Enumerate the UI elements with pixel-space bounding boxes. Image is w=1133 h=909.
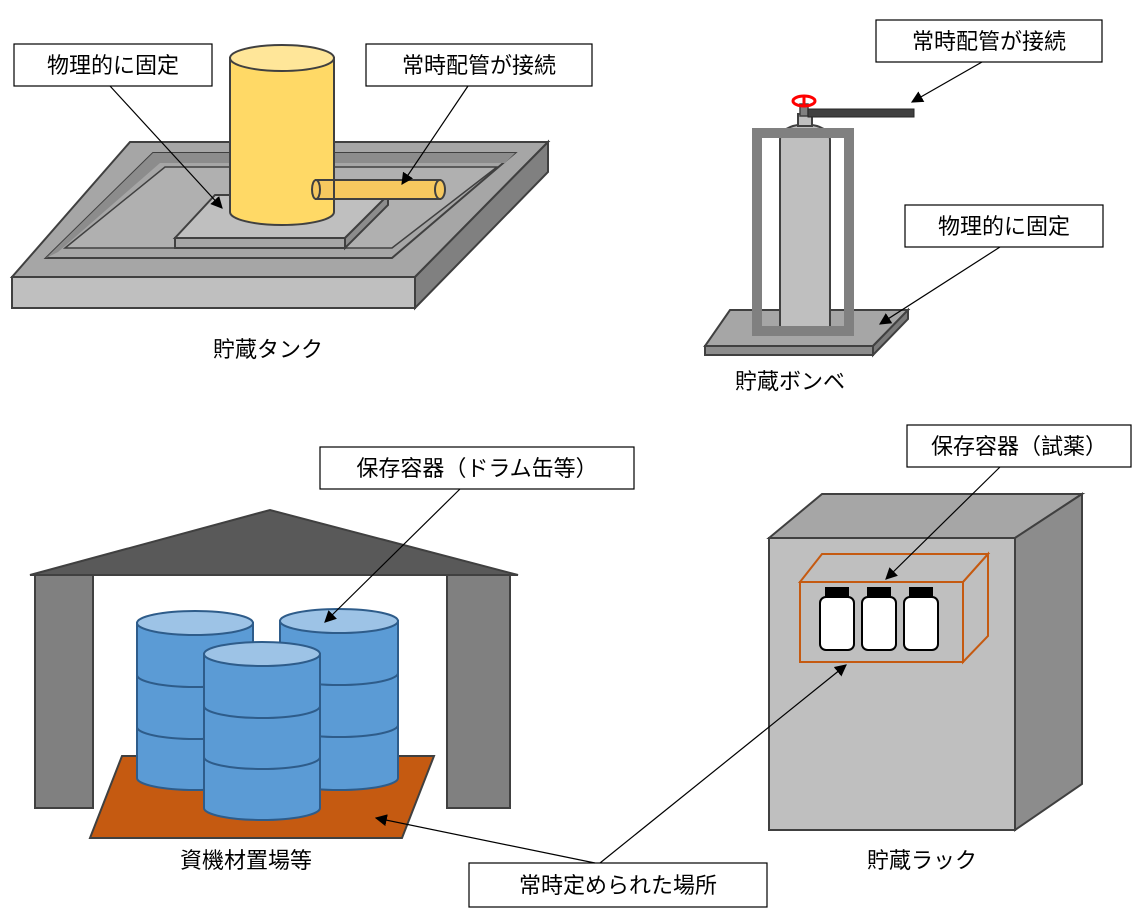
tank-base-front	[11, 276, 416, 309]
drum-front	[203, 641, 321, 821]
label-tank-fixed: 物理的に固定	[13, 43, 213, 87]
label-tank-pipe-text: 常時配管が接続	[402, 54, 556, 79]
label-tank-pipe: 常時配管が接続	[365, 43, 593, 87]
tank-body	[229, 57, 335, 226]
arrow-designated-place-yard	[374, 814, 596, 864]
label-cylinder-pipe-text: 常時配管が接続	[912, 30, 1066, 55]
tank-pipe	[333, 179, 441, 200]
label-reagent-container: 保存容器（試薬）	[906, 424, 1132, 468]
label-cylinder-fixed-text: 物理的に固定	[938, 215, 1070, 240]
materials-yard-illustration	[29, 508, 519, 839]
label-drum-container-text: 保存容器（ドラム缶等）	[356, 457, 597, 482]
shed-roof	[29, 508, 519, 576]
label-drum-container: 保存容器（ドラム缶等）	[319, 446, 635, 490]
label-designated-place-text: 常時定められた場所	[519, 874, 717, 899]
caption-storage-cylinder: 貯蔵ボンベ	[735, 370, 845, 395]
reagent-bottle	[861, 587, 897, 651]
caption-storage-rack: 貯蔵ラック	[867, 849, 977, 874]
tank-base-side	[414, 139, 549, 311]
caption-materials-yard: 資機材置場等	[180, 849, 312, 874]
gas-cylinder-body	[779, 122, 831, 335]
arrow-designated-place-rack	[599, 664, 847, 864]
reagent-bottle	[819, 587, 855, 651]
rack-side	[1014, 492, 1083, 832]
cylinder-frame	[752, 128, 854, 336]
arrow-drum-container	[324, 488, 461, 623]
reagent-box	[797, 551, 991, 665]
arrow-cylinder-pipe	[910, 61, 983, 103]
shed-pillar-left	[34, 574, 94, 809]
label-reagent-container-text: 保存容器（試薬）	[931, 435, 1107, 460]
arrow-tank-pipe	[401, 85, 469, 185]
arrow-tank-fixed	[109, 85, 223, 209]
label-tank-fixed-text: 物理的に固定	[47, 54, 179, 79]
label-cylinder-fixed: 物理的に固定	[904, 204, 1104, 248]
cylinder-pipe	[807, 108, 915, 118]
label-cylinder-pipe: 常時配管が接続	[875, 19, 1103, 63]
storage-cylinder-illustration	[703, 94, 915, 358]
storage-rack-illustration	[766, 492, 1086, 832]
label-designated-place: 常時定められた場所	[468, 862, 768, 908]
arrow-cylinder-fixed	[878, 246, 1001, 325]
reagent-bottle	[903, 587, 939, 651]
tank-top	[229, 44, 335, 72]
storage-tank-illustration	[9, 44, 551, 311]
arrow-reagent-container	[885, 466, 1001, 580]
caption-storage-tank: 貯蔵タンク	[213, 338, 323, 363]
shed-pillar-right	[446, 574, 511, 809]
